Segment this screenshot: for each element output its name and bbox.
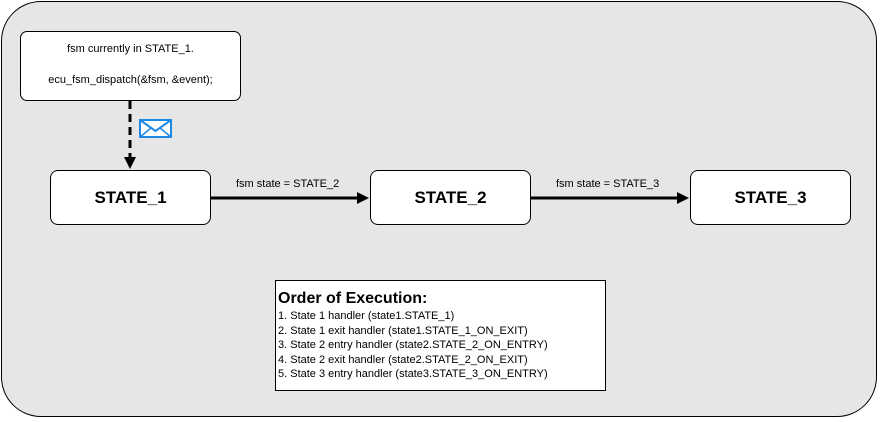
dispatch-arrowhead (124, 157, 136, 169)
state-2-node[interactable]: STATE_2 (370, 170, 531, 225)
execution-step: 5. State 3 entry handler (state3.STATE_3… (278, 368, 548, 380)
execution-step: 3. State 2 entry handler (state2.STATE_2… (278, 339, 548, 351)
transition-2-3-arrowhead (677, 192, 689, 204)
state-3-node[interactable]: STATE_3 (690, 170, 851, 225)
execution-step: 1. State 1 handler (state1.STATE_1) (278, 310, 455, 322)
event-note: fsm currently in STATE_1. ecu_fsm_dispat… (20, 31, 241, 101)
state-1-node[interactable]: STATE_1 (50, 170, 211, 225)
transition-1-2-label: fsm state = STATE_2 (236, 178, 340, 190)
execution-step: 4. State 2 exit handler (state2.STATE_2_… (278, 353, 528, 366)
execution-order-box: Order of Execution: 1. State 1 handler (… (275, 280, 606, 391)
note-line-2: ecu_fsm_dispatch(&fsm, &event); (48, 74, 213, 86)
execution-step: 2. State 1 exit handler (state1.STATE_1_… (278, 324, 528, 337)
note-line-1: fsm currently in STATE_1. (67, 43, 194, 55)
execution-order-title: Order of Execution: (278, 290, 428, 307)
transition-2-3-label: fsm state = STATE_3 (556, 178, 660, 190)
execution-order-list: 1. State 1 handler (state1.STATE_1) 2. S… (278, 309, 605, 382)
envelope-icon (139, 119, 172, 138)
transition-1-2-arrowhead (357, 192, 369, 204)
